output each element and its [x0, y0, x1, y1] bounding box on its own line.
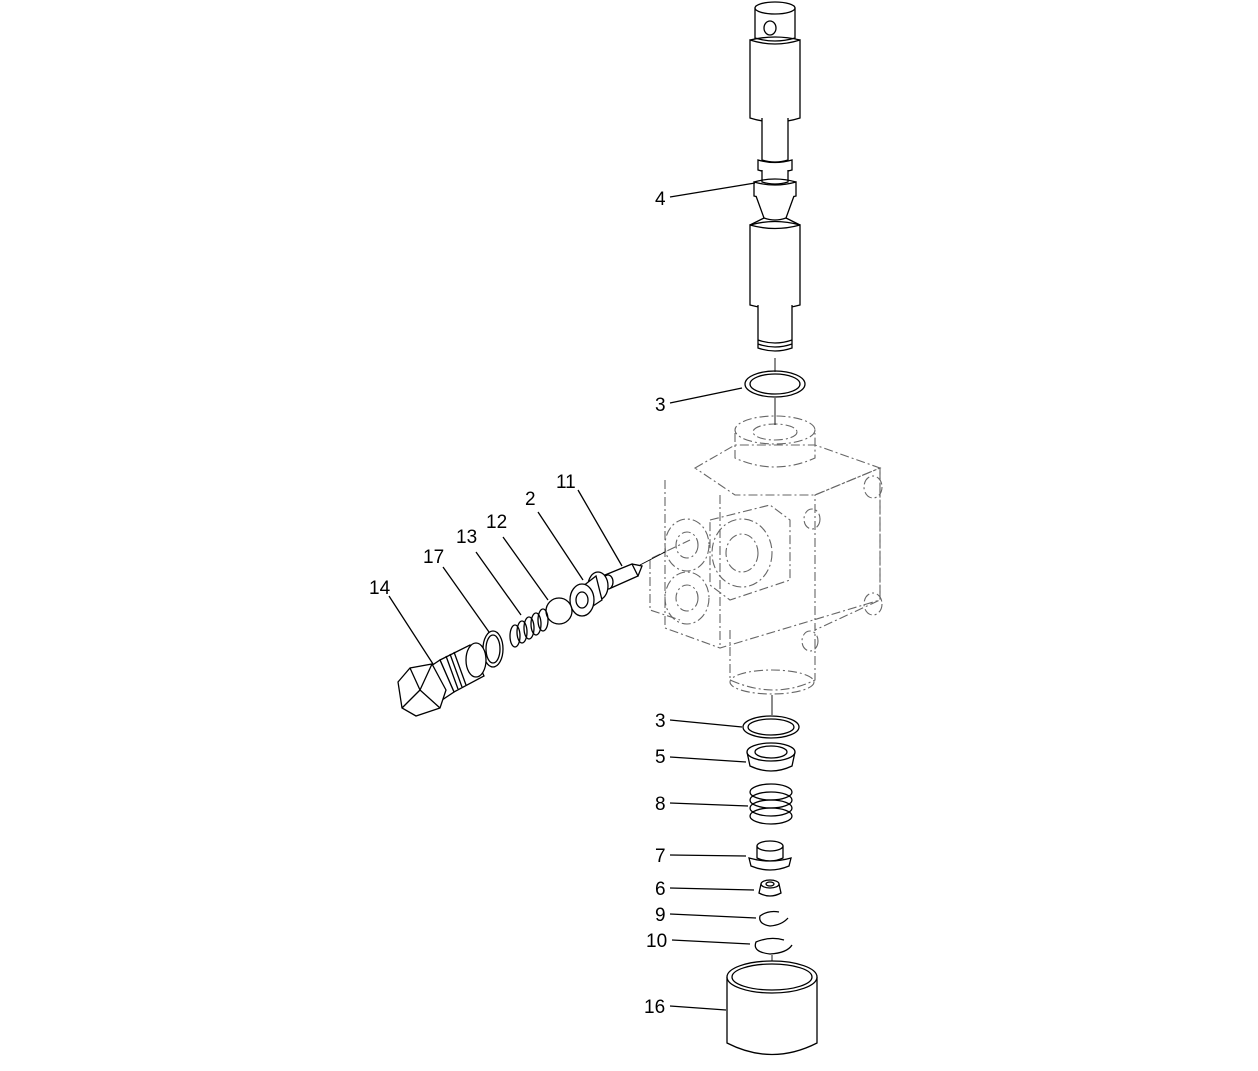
valve-body-phantom	[649, 415, 883, 695]
callout-7: 7	[655, 846, 666, 867]
callout-2: 2	[525, 489, 536, 510]
o-ring-part-3-top	[744, 370, 806, 398]
spring-seat-part-5	[746, 742, 796, 772]
callout-14: 14	[369, 578, 391, 599]
spool-part-4	[749, 1, 801, 352]
callout-9: 9	[655, 905, 666, 926]
callout-4: 4	[655, 189, 666, 210]
poppet-part-2	[569, 571, 609, 617]
callout-5: 5	[655, 747, 666, 768]
spring-part-13	[509, 608, 549, 648]
pin-part-11	[602, 563, 643, 590]
callout-6: 6	[655, 879, 666, 900]
spring-seat-part-7	[748, 840, 792, 871]
spring-part-8	[749, 783, 793, 825]
callout-13: 13	[456, 527, 477, 548]
callout-16: 16	[644, 997, 665, 1018]
callout-8: 8	[655, 794, 666, 815]
callout-labels: 4 3 11 2 12 13 17 14 3 5 8 7 6 9 10 16	[369, 189, 667, 1018]
plug-part-14	[397, 642, 487, 717]
cap-part-16	[726, 960, 818, 1056]
callout-3-bottom: 3	[655, 711, 666, 732]
callout-17: 17	[423, 547, 444, 568]
retaining-ring-part-10	[754, 937, 793, 955]
o-ring-part-3-bottom	[742, 715, 800, 739]
leader-lines	[388, 182, 757, 1011]
callout-10: 10	[646, 931, 667, 952]
callout-12: 12	[486, 512, 507, 533]
retaining-ring-part-9	[759, 910, 789, 927]
ball-part-12	[545, 597, 573, 625]
callout-11: 11	[556, 472, 576, 493]
bushing-part-6	[758, 879, 782, 897]
callout-3-top: 3	[655, 395, 666, 416]
